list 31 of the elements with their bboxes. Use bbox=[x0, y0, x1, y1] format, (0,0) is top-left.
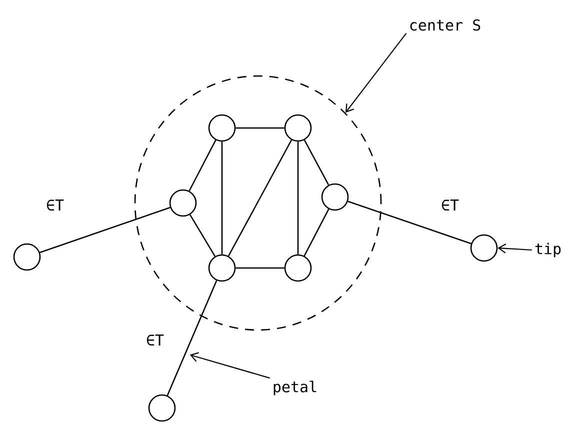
graph-edge bbox=[189, 214, 216, 257]
vertex-circle bbox=[284, 114, 312, 142]
graph-edge bbox=[297, 142, 299, 254]
annotation-label: center S bbox=[410, 19, 480, 31]
vertex-circle bbox=[321, 183, 349, 211]
vertex-circle bbox=[470, 234, 498, 262]
graph-edge bbox=[188, 140, 216, 192]
graph-edge bbox=[236, 267, 284, 269]
vertex-circle bbox=[284, 254, 312, 282]
leader-arrow bbox=[498, 244, 532, 254]
graph-edge bbox=[348, 200, 472, 244]
vertex-circle bbox=[208, 254, 236, 282]
graph-edge bbox=[166, 280, 218, 396]
graph-edge bbox=[221, 142, 223, 254]
vertex-circle bbox=[13, 243, 41, 271]
leader-arrow bbox=[345, 32, 407, 113]
edge-label: ∈T bbox=[440, 198, 460, 212]
graph-edge bbox=[236, 127, 284, 129]
annotation-label: petal bbox=[274, 380, 316, 396]
graph-edge bbox=[304, 208, 330, 256]
graph-edge bbox=[40, 206, 170, 254]
leader-arrow bbox=[190, 352, 270, 379]
edge-label: ∈T bbox=[144, 334, 166, 346]
dashed-circle bbox=[134, 75, 382, 331]
vertex-circle bbox=[169, 189, 197, 217]
vertex-circle bbox=[148, 394, 176, 422]
edge-label: ∈T bbox=[44, 198, 66, 212]
annotation-label: tip bbox=[535, 242, 561, 258]
vertex-circle bbox=[208, 114, 236, 142]
graph-edge bbox=[304, 140, 330, 186]
graph-edge bbox=[228, 140, 292, 256]
